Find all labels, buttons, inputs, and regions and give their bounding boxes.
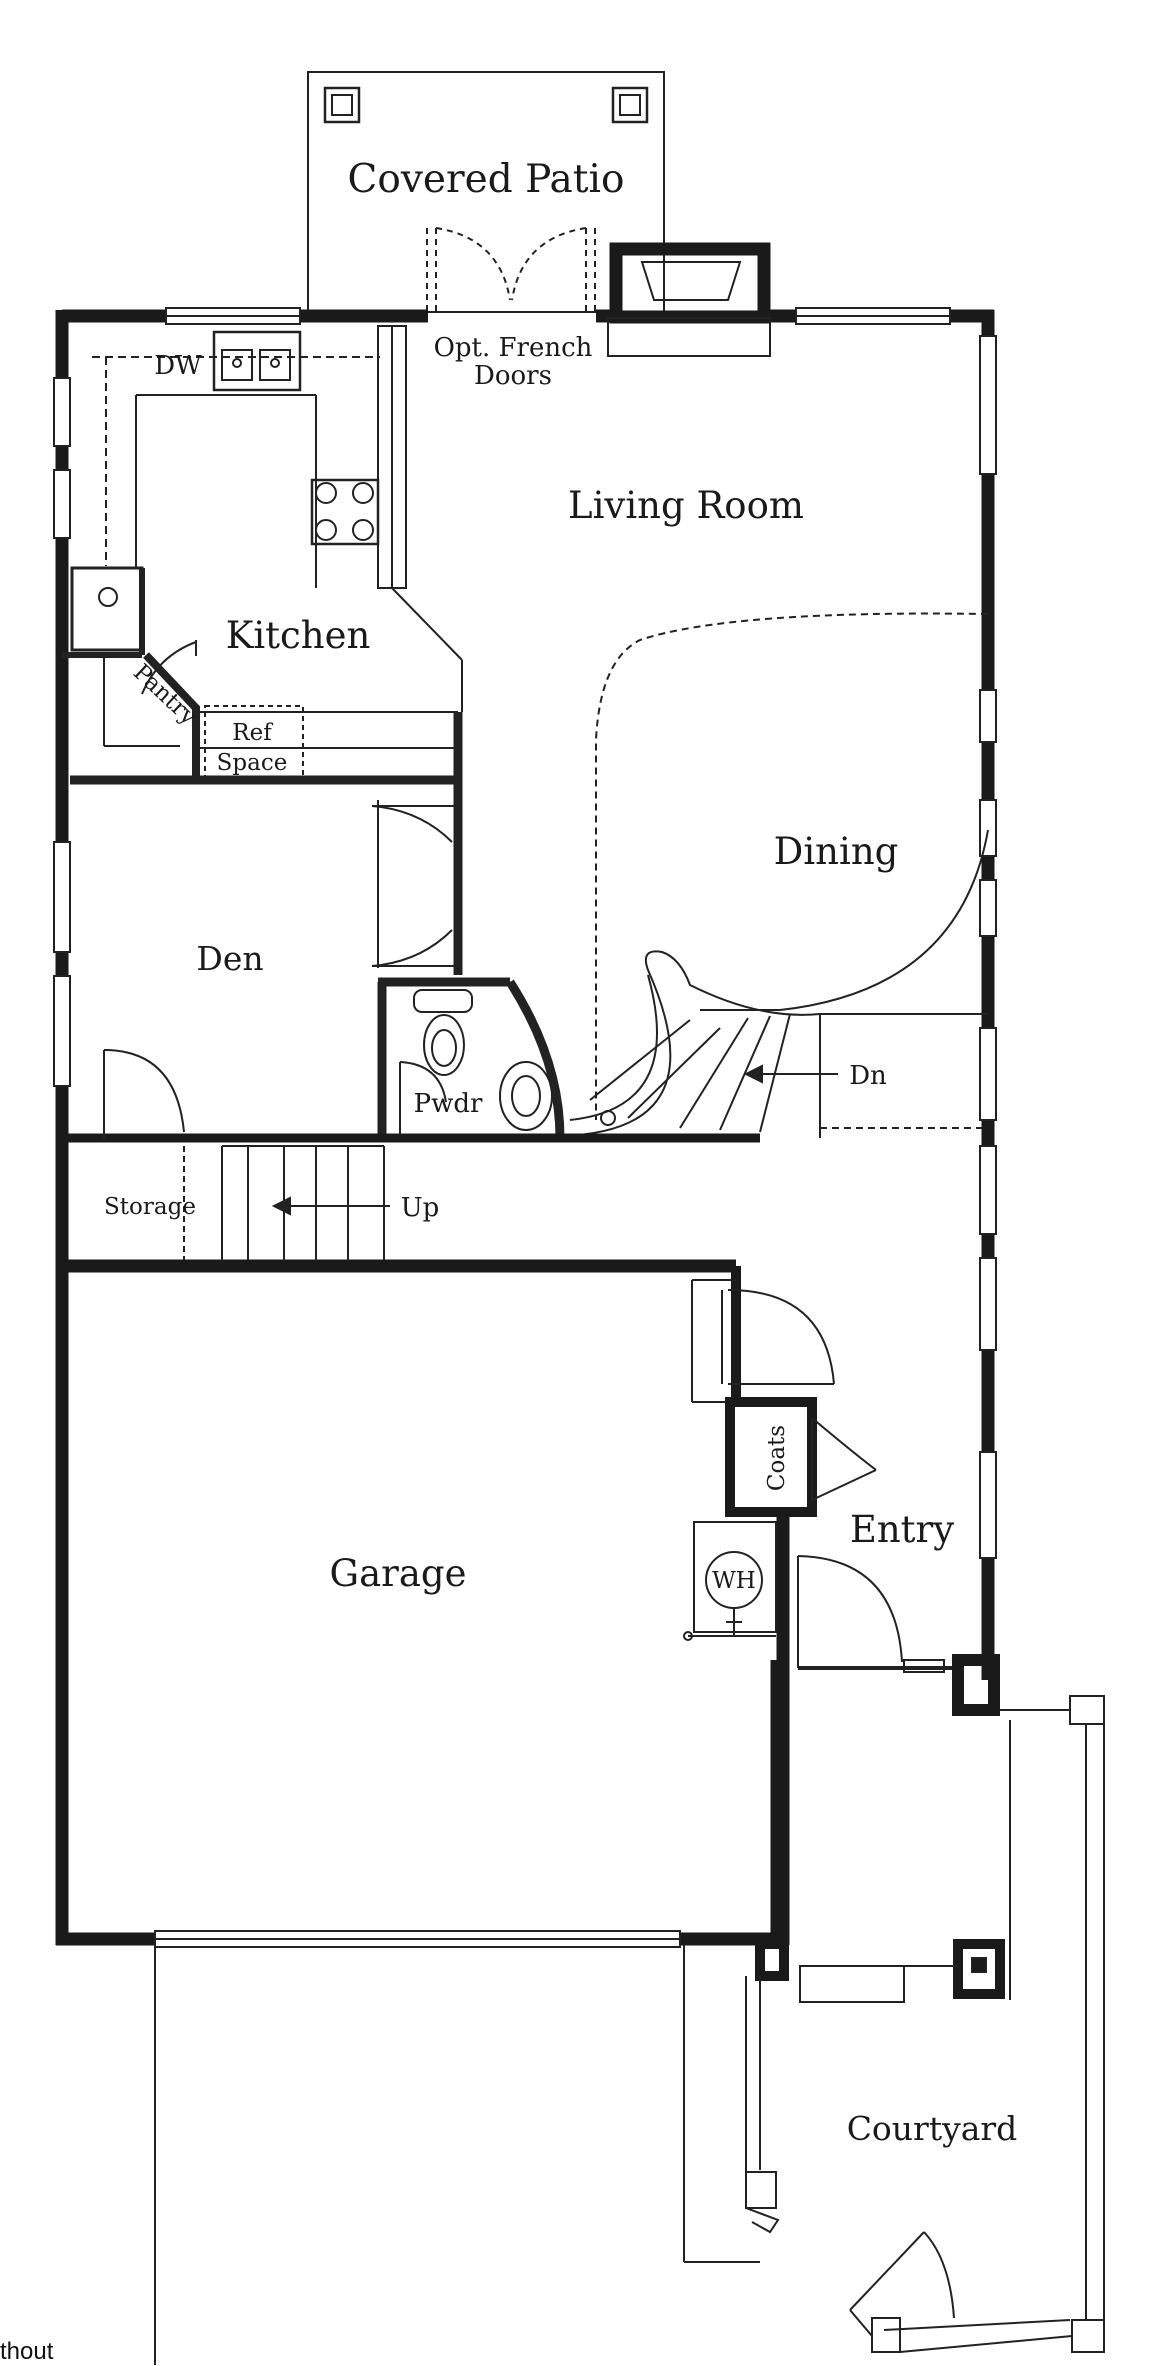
ref-label: Ref (232, 720, 273, 746)
french-doors (426, 227, 596, 312)
ref-space-label: Space (217, 750, 288, 776)
storage-label: Storage (104, 1194, 196, 1220)
french-doors-label: Doors (474, 361, 552, 391)
footer-text: thout (0, 2338, 54, 2365)
windows (53, 307, 997, 1948)
wh-label: WH (712, 1568, 756, 1594)
opt-french-label: Opt. French (434, 333, 593, 363)
dining-zone-outline (595, 612, 989, 1120)
room-labels: Covered Patio Opt. French Doors Living R… (104, 157, 1017, 2148)
dn-label: Dn (849, 1061, 887, 1091)
covered-patio-label: Covered Patio (348, 157, 625, 202)
courtyard-structure (154, 1695, 1105, 2365)
staircase-down (559, 950, 988, 1138)
dining-label: Dining (774, 830, 899, 873)
powder-room (377, 977, 565, 1139)
covered-patio-structure (307, 71, 665, 313)
staircase-up (103, 1049, 390, 1262)
den-label: Den (196, 939, 263, 978)
exterior-walls (55, 309, 995, 1946)
courtyard-label: Courtyard (847, 2109, 1018, 2148)
coats-label: Coats (764, 1425, 790, 1491)
dw-label: DW (154, 351, 202, 381)
entry-label: Entry (850, 1508, 954, 1551)
pwdr-label: Pwdr (414, 1089, 483, 1119)
kitchen-label: Kitchen (226, 614, 371, 657)
kitchen-fixtures (62, 325, 463, 785)
fireplace (607, 242, 771, 357)
up-label: Up (401, 1193, 440, 1223)
dining-zone-curve (700, 829, 989, 1011)
living-room-label: Living Room (568, 484, 804, 527)
garage-label: Garage (330, 1552, 467, 1595)
den-fixtures (371, 780, 463, 975)
entry-area (683, 1266, 1000, 1945)
